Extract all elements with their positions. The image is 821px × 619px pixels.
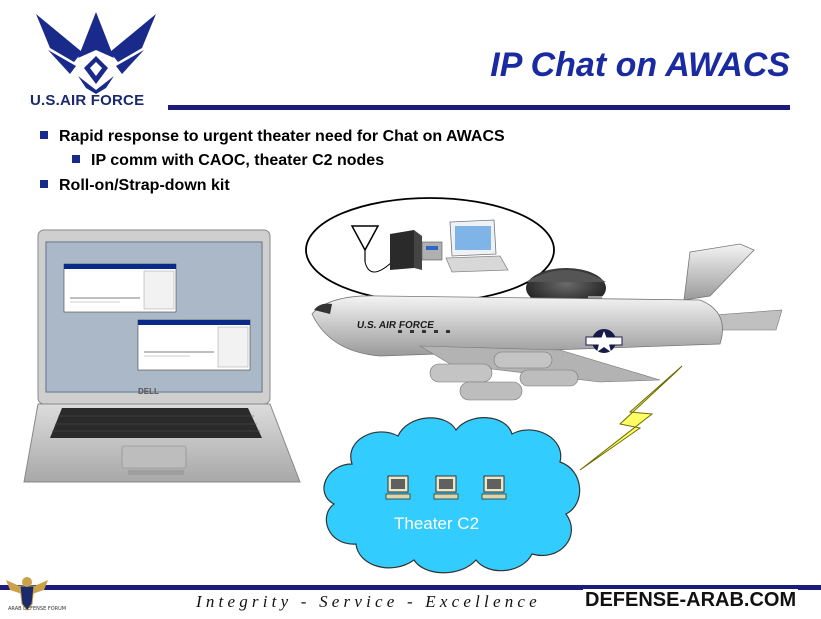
slide-title: IP Chat on AWACS xyxy=(490,46,790,84)
bullet-square-icon xyxy=(40,180,48,188)
bullet-square-icon xyxy=(72,155,80,163)
air-force-logo-text: U.S.AIR FORCE xyxy=(30,92,145,109)
awacs-aircraft xyxy=(311,243,783,401)
air-force-wings-logo xyxy=(36,12,156,94)
footer-motto: Integrity - Service - Excellence xyxy=(196,592,541,611)
bullet-item-1: Rapid response to urgent theater need fo… xyxy=(40,128,505,146)
computer-icon-3 xyxy=(481,475,507,500)
arab-defense-forum-logo xyxy=(6,577,48,611)
forum-name: ARAB DEFENSE FORUM xyxy=(8,606,67,612)
theater-c2-cloud xyxy=(323,417,581,574)
chat-window-1 xyxy=(63,263,177,313)
bullet-square-icon xyxy=(40,131,48,139)
bullet-item-2: IP comm with CAOC, theater C2 nodes xyxy=(72,152,384,170)
lightning-bolt-icon xyxy=(579,365,683,471)
aircraft-marking: U.S. AIR FORCE xyxy=(356,320,435,331)
cloud-label: Theater C2 xyxy=(394,514,480,533)
title-rule xyxy=(168,105,790,110)
bullet-item-3: Roll-on/Strap-down kit xyxy=(40,177,230,195)
onboard-kit-inset xyxy=(305,197,555,303)
laptop-brand-logo: DELL xyxy=(138,387,159,396)
computer-icon-1 xyxy=(385,475,411,500)
laptop: DELL xyxy=(23,229,301,483)
computer-icon-2 xyxy=(433,475,459,500)
footer-rule xyxy=(0,585,821,590)
site-watermark: DEFENSE-ARAB.COM xyxy=(583,589,799,612)
chat-window-2 xyxy=(137,319,251,371)
